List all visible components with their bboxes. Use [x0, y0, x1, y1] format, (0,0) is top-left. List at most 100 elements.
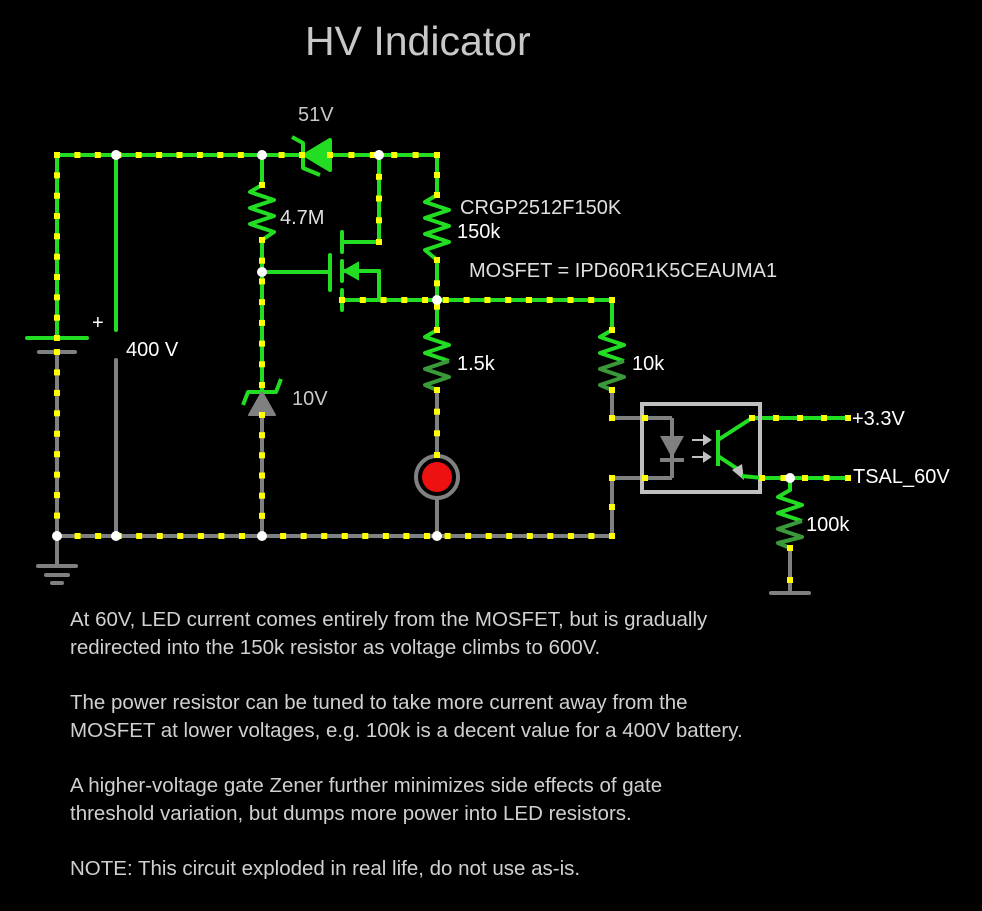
current-dot — [54, 274, 60, 280]
current-dot — [609, 504, 615, 510]
current-dot — [54, 314, 60, 321]
resistor-10k — [598, 328, 626, 392]
current-dot — [259, 278, 265, 285]
mosfet — [328, 230, 381, 312]
current-dot — [434, 192, 440, 198]
output-label: TSAL_60V — [853, 466, 950, 488]
current-dot — [156, 152, 163, 158]
current-dot — [609, 297, 615, 303]
current-dot — [321, 533, 328, 539]
current-dot — [567, 297, 574, 303]
current-dot — [588, 533, 595, 539]
diagram-title: HV Indicator — [305, 18, 531, 64]
node — [111, 150, 121, 160]
current-dot — [797, 415, 803, 421]
current-dot — [259, 432, 265, 439]
resistor-10k-label: 10k — [632, 353, 665, 375]
current-dot — [259, 361, 265, 368]
wire-drain — [340, 153, 381, 244]
current-dot — [237, 152, 244, 158]
notes-block: At 60V, LED current comes entirely from … — [70, 606, 950, 911]
current-dot — [609, 387, 615, 393]
zener-10v-label: 10V — [292, 388, 328, 410]
current-dot — [412, 152, 419, 158]
note-paragraph: At 60V, LED current comes entirely from … — [70, 608, 708, 659]
current-dot — [259, 412, 265, 418]
led-indicator — [414, 454, 460, 500]
current-dot — [505, 297, 512, 303]
current-dot — [484, 297, 491, 303]
current-dot — [362, 533, 369, 539]
node — [785, 473, 795, 483]
current-dot — [787, 577, 793, 583]
current-dot — [54, 213, 60, 219]
battery-plus-label: + — [92, 312, 104, 334]
current-dot — [376, 195, 382, 202]
current-dot — [54, 294, 60, 301]
current-dot — [422, 297, 429, 303]
current-dot — [376, 173, 382, 180]
current-dot — [434, 303, 440, 310]
wire-source — [340, 298, 614, 332]
circuit-schematic: + 400 V 51V 4.7M CRGP2512F150K 150k MOSF… — [25, 104, 950, 595]
resistor-100k-label: 100k — [806, 514, 850, 536]
current-dot — [197, 533, 204, 539]
live-wires — [55, 153, 850, 492]
node — [257, 531, 267, 541]
current-dot — [546, 297, 553, 303]
current-dot — [259, 452, 265, 459]
current-dot — [759, 475, 765, 481]
current-dot — [239, 533, 245, 539]
current-dot — [54, 451, 60, 458]
current-dot — [403, 533, 410, 539]
current-dot — [434, 327, 440, 333]
current-dot — [434, 257, 440, 263]
current-dot — [773, 415, 779, 421]
current-dot — [609, 533, 615, 539]
current-dot — [54, 389, 60, 396]
current-dot — [135, 152, 142, 158]
current-dot — [506, 533, 513, 539]
current-dot — [526, 533, 533, 539]
current-dot — [54, 369, 60, 376]
current-dot — [642, 415, 648, 421]
current-dot — [642, 475, 648, 481]
resistor-150k — [423, 193, 451, 262]
current-dot — [465, 533, 472, 539]
current-dot — [54, 430, 60, 437]
resistor-150k-part-label: CRGP2512F150K — [460, 197, 622, 219]
resistor-4-7m-label: 4.7M — [280, 207, 324, 229]
node — [52, 531, 62, 541]
current-dot — [259, 472, 265, 479]
current-dot — [339, 297, 345, 303]
current-dot — [54, 233, 60, 240]
current-dot — [434, 430, 440, 437]
current-dot — [259, 319, 265, 326]
ground-symbol-left — [36, 564, 78, 585]
current-dot — [525, 297, 532, 303]
current-dot — [280, 533, 287, 539]
zener-51v-label: 51V — [298, 104, 334, 126]
current-dot — [434, 387, 440, 393]
current-dot — [391, 152, 398, 158]
current-dot — [749, 415, 755, 421]
current-dot — [802, 475, 808, 481]
current-dot — [299, 152, 305, 158]
current-dot — [54, 410, 60, 417]
current-dot — [401, 297, 408, 303]
current-dot — [434, 280, 440, 287]
current-dot — [609, 475, 615, 481]
current-dot — [609, 415, 615, 421]
node — [257, 150, 267, 160]
current-dot — [95, 533, 102, 539]
wire-ground-rail — [55, 476, 647, 538]
battery-voltage-label: 400 V — [126, 339, 179, 361]
resistor-100k — [776, 488, 804, 550]
current-dot — [156, 533, 163, 539]
current-dot — [845, 475, 851, 481]
note-paragraph: NOTE: This circuit exploded in real life… — [70, 857, 581, 880]
resistor-150k-value-label: 150k — [457, 221, 501, 243]
resistor-4-7m — [248, 183, 276, 242]
current-dot — [259, 492, 265, 499]
optocoupler — [640, 402, 763, 494]
